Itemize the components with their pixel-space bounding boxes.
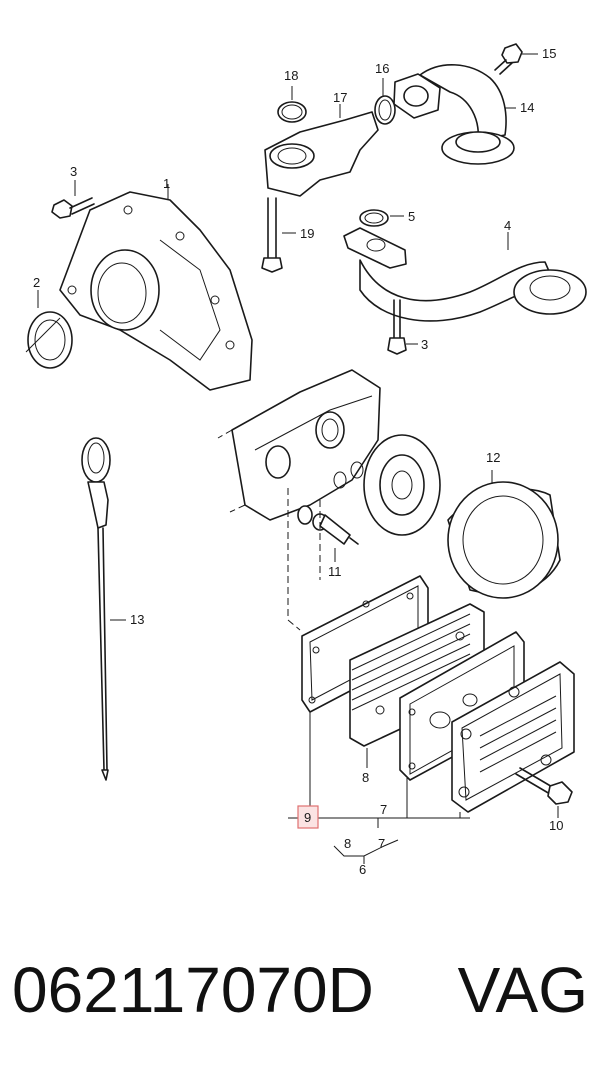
callout-11: 11 (328, 564, 342, 579)
callout-10: 10 (549, 818, 563, 833)
part-3-bolt-upper (51, 180, 95, 219)
callout-4: 4 (504, 218, 511, 233)
part-2-seal (25, 290, 73, 369)
part-number: 062117070D (12, 954, 374, 1026)
callout-6: 6 (359, 862, 366, 877)
part-13-dipstick (81, 437, 126, 781)
part-17-bracket (264, 86, 379, 197)
callout-15: 15 (542, 46, 556, 61)
callout-12: 12 (486, 450, 500, 465)
brand-label: VAG (457, 954, 588, 1026)
callout-17: 17 (333, 90, 347, 105)
callout-8-top: 8 (362, 770, 369, 785)
part-15-bolt (494, 43, 538, 75)
callout-13: 13 (130, 612, 144, 627)
callout-5: 5 (408, 209, 415, 224)
callout-7-bottom: 7 (378, 836, 385, 851)
footer: 062117070D VAG (0, 950, 600, 1040)
part-19-bolt (261, 197, 296, 273)
callout-3-upper: 3 (70, 164, 77, 179)
callout-9: 9 (304, 810, 311, 825)
part-11-sensor (297, 505, 359, 562)
callout-1: 1 (163, 176, 170, 191)
callout-16: 16 (375, 61, 389, 76)
part-3-bolt-lower (387, 299, 418, 355)
part-14-elbow-pipe (419, 64, 516, 165)
callout-8-bottom: 8 (344, 836, 351, 851)
part-10-bolt (515, 767, 573, 818)
callout-14: 14 (520, 100, 534, 115)
callout-3-lower: 3 (421, 337, 428, 352)
callout-9-highlight (297, 805, 319, 829)
part-5-gasket (359, 209, 404, 227)
exploded-parts-diagram: 1 2 3 3 4 5 6 7 7 8 8 9 10 11 12 13 14 1… (25, 43, 587, 877)
filter-housing (217, 369, 381, 521)
callout-7-top: 7 (380, 802, 387, 817)
part-6-cover (451, 661, 575, 813)
part-4-pickup-pipe (343, 227, 587, 322)
callout-18: 18 (284, 68, 298, 83)
part-pulley (363, 434, 441, 536)
callout-19: 19 (300, 226, 314, 241)
part-12-filter (447, 470, 561, 599)
callout-2: 2 (33, 275, 40, 290)
part-1-cover (59, 184, 253, 391)
part-16-flange (374, 73, 441, 125)
